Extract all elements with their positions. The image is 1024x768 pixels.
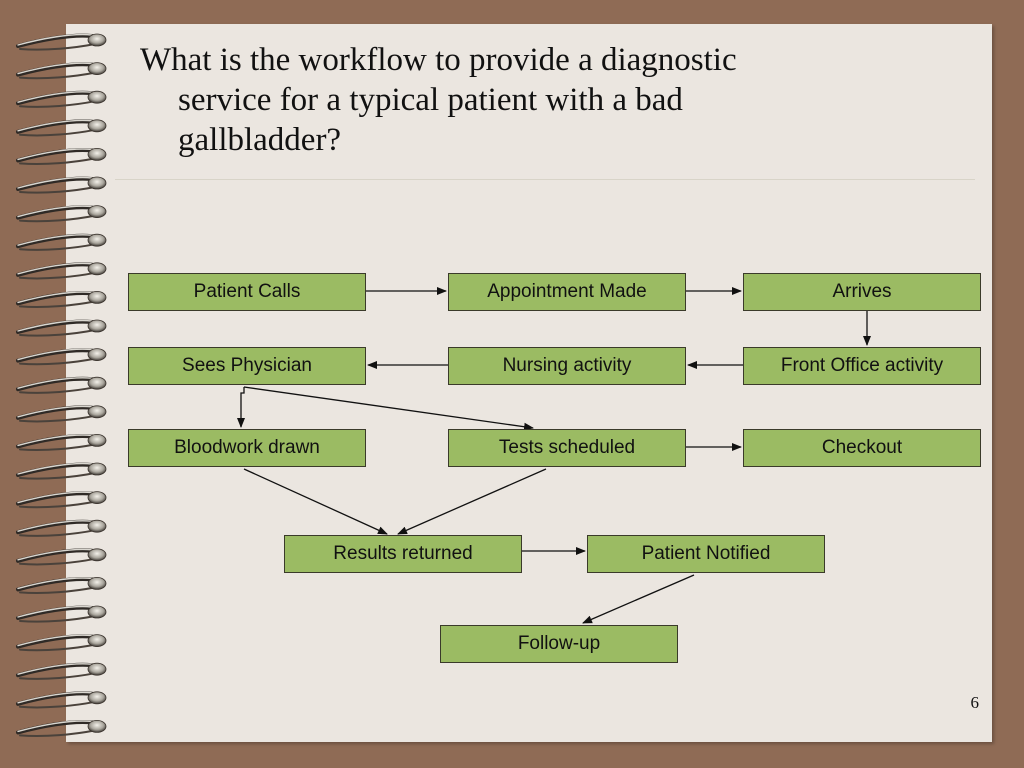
spiral-ring-icon: [16, 405, 107, 423]
node-patient-calls: Patient Calls: [128, 273, 366, 311]
spiral-ring-icon: [16, 319, 107, 337]
node-nursing-activity: Nursing activity: [448, 347, 686, 385]
spiral-ring-icon: [16, 176, 107, 194]
spiral-ring-icon: [16, 577, 107, 595]
spiral-ring-icon: [16, 433, 107, 452]
spiral-ring-icon: [16, 662, 107, 680]
spiral-ring-icon: [16, 33, 107, 51]
title-divider: [115, 179, 975, 180]
spiral-ring-icon: [16, 90, 107, 108]
node-front-office-activity: Front Office activity: [743, 347, 981, 385]
node-arrives: Arrives: [743, 273, 981, 311]
spiral-ring-icon: [16, 720, 107, 738]
spiral-ring-icon: [16, 691, 107, 709]
node-follow-up: Follow-up: [440, 625, 678, 663]
spiral-ring-icon: [16, 348, 107, 366]
spiral-binding-icon: [16, 33, 107, 738]
spiral-ring-icon: [16, 205, 107, 223]
node-results-returned: Results returned: [284, 535, 522, 573]
spiral-ring-icon: [16, 290, 107, 309]
spiral-ring-icon: [16, 262, 107, 280]
spiral-ring-icon: [16, 634, 107, 652]
spiral-ring-icon: [16, 519, 107, 537]
spiral-ring-icon: [16, 233, 107, 251]
spiral-ring-icon: [16, 548, 107, 566]
spiral-ring-icon: [16, 147, 107, 166]
title-line-2: service for a typical patient with a bad: [178, 82, 683, 118]
title-line-3: gallbladder?: [178, 122, 342, 158]
spiral-ring-icon: [16, 605, 107, 623]
spiral-ring-icon: [16, 376, 107, 394]
node-patient-notified: Patient Notified: [587, 535, 825, 573]
node-appointment-made: Appointment Made: [448, 273, 686, 311]
node-tests-scheduled: Tests scheduled: [448, 429, 686, 467]
spiral-ring-icon: [16, 119, 107, 137]
slide-title: What is the workflow to provide a diagno…: [140, 40, 960, 160]
spiral-ring-icon: [16, 62, 107, 80]
page-number: 6: [970, 693, 980, 712]
node-bloodwork-drawn: Bloodwork drawn: [128, 429, 366, 467]
node-checkout: Checkout: [743, 429, 981, 467]
spiral-ring-icon: [16, 462, 107, 480]
node-sees-physician: Sees Physician: [128, 347, 366, 385]
title-line-1: What is the workflow to provide a diagno…: [140, 42, 737, 78]
spiral-ring-icon: [16, 491, 107, 509]
